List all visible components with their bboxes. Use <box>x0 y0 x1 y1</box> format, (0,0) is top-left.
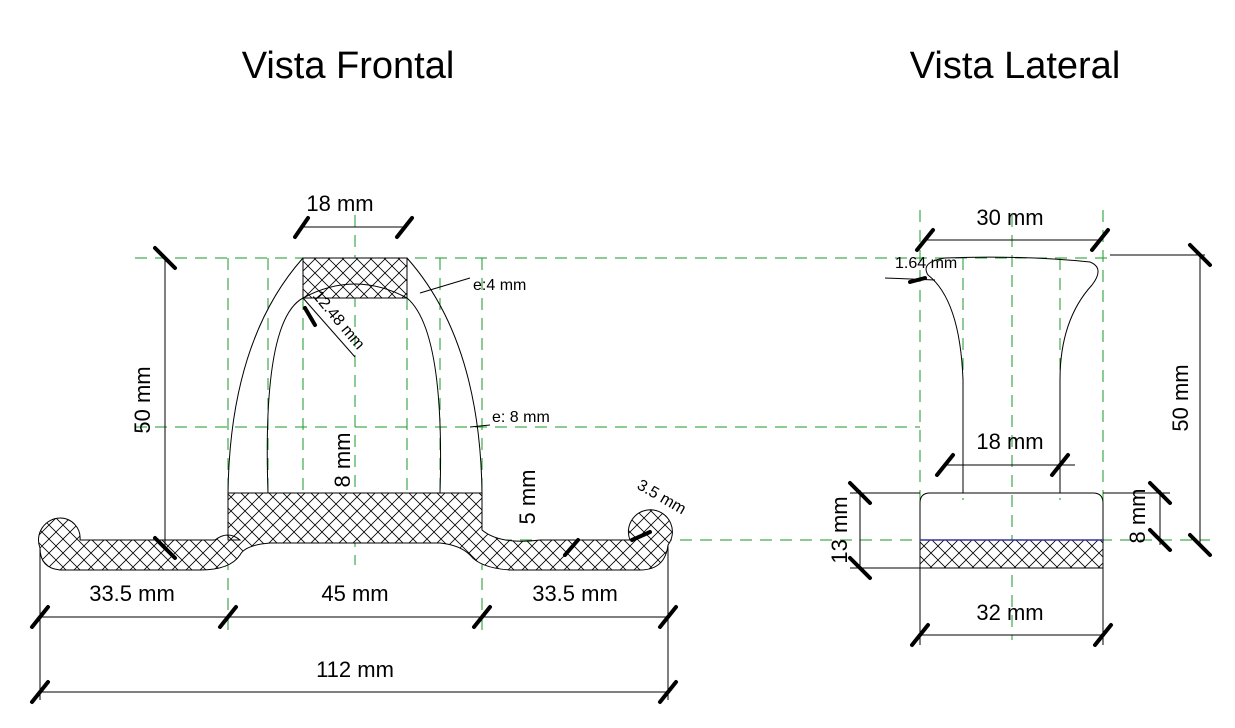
side-base-width-label: 32 mm <box>976 600 1043 625</box>
side-stem-width-label: 18 mm <box>976 429 1043 454</box>
front-height-label: 50 mm <box>130 366 155 433</box>
front-base-thickness-label: 8 mm <box>330 433 355 488</box>
side-top-width-label: 30 mm <box>976 205 1043 230</box>
front-right-width-label: 33.5 mm <box>532 581 618 606</box>
side-height-label: 50 mm <box>1168 364 1193 431</box>
front-total-width-label: 112 mm <box>316 657 394 682</box>
side-fillet-label: 1.64 mm <box>895 255 957 272</box>
side-view-title: Vista Lateral <box>910 45 1121 87</box>
side-view-profile <box>850 239 1205 645</box>
front-side-thickness-label: e: 8 mm <box>492 409 550 426</box>
front-left-width-label: 33.5 mm <box>89 581 175 606</box>
side-base-height-label: 13 mm <box>827 496 852 563</box>
front-top-thickness-label: e:4 mm <box>473 277 526 294</box>
side-dimension-ticks <box>848 228 1212 647</box>
front-view-title: Vista Frontal <box>242 45 455 87</box>
construction-guides <box>135 210 1210 640</box>
front-view-profile <box>37 226 673 700</box>
front-center-width-label: 45 mm <box>321 581 388 606</box>
side-base-thickness-label: 8 mm <box>1125 489 1150 544</box>
front-right-thickness-label: 5 mm <box>515 470 540 525</box>
front-dimension-ticks <box>30 216 678 704</box>
front-top-width-label: 18 mm <box>306 191 373 216</box>
